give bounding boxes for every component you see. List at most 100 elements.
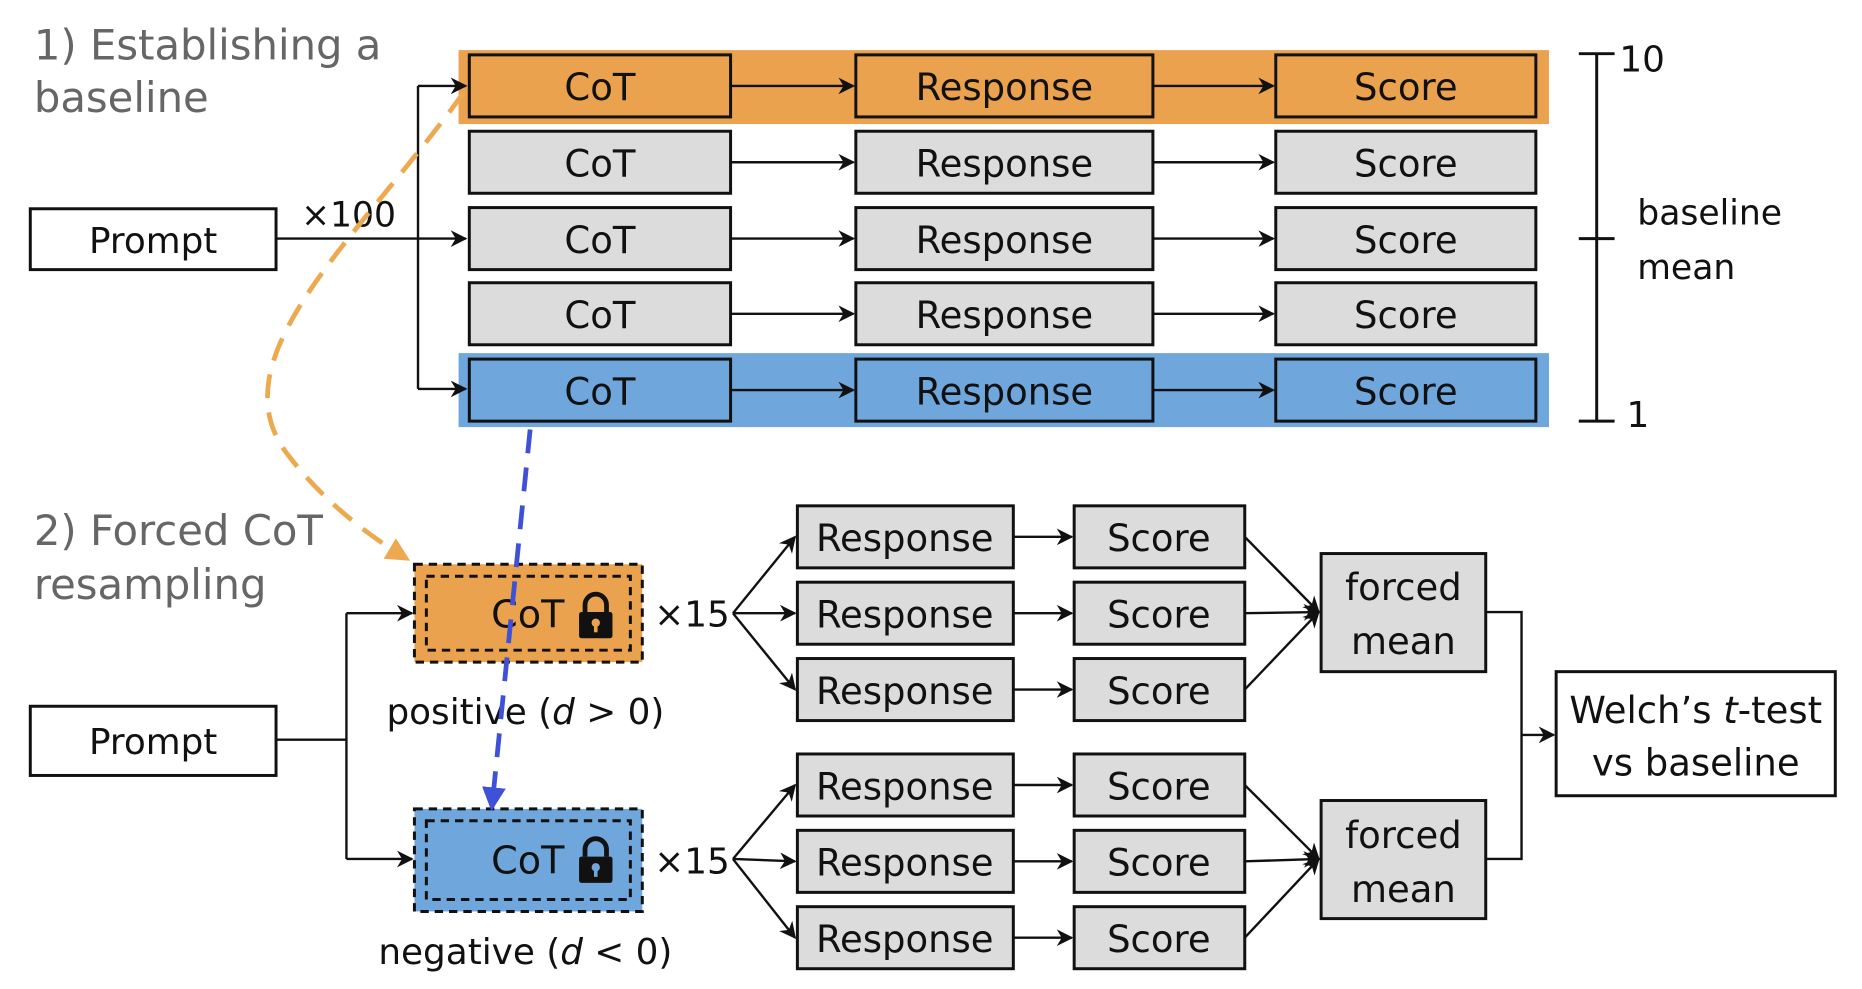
cot-label: CoT [564,66,635,109]
score-label: Score [1107,517,1211,560]
baseline-row: CoT Response Score [467,357,1538,423]
negative-caption: negative (d < 0) [378,932,672,973]
forced-mean-positive: forced mean [1319,552,1488,674]
section2-title: 2) Forced CoT [34,506,324,555]
baseline-multiplier: ×100 [301,196,396,236]
forced-sample: Response Score [732,580,1321,646]
response-box: Response [795,657,1015,723]
cot-box: CoT [467,129,733,195]
response-box: Response [854,129,1155,195]
welch-label-1: Welch’s t-test [1569,689,1822,732]
score-box: Score [1274,53,1538,119]
response-label: Response [916,370,1094,413]
merge-arrow [1243,857,1320,939]
response-label: Response [916,143,1094,186]
cot-box: CoT [467,53,733,119]
response-box: Response [795,905,1015,971]
cot-box: CoT [467,357,733,423]
forced-sample: Response Score [732,828,1321,894]
fan-arrow [732,858,797,940]
score-label: Score [1107,765,1211,808]
cot-box: CoT [467,206,733,272]
response-label: Response [816,594,994,637]
response-box: Response [795,580,1015,646]
forced-sample: Response Score [732,752,1320,861]
section1-subtitle: baseline [34,73,209,122]
welch-label-2: vs baseline [1592,741,1800,784]
response-box: Response [854,357,1155,423]
lock-icon [579,591,613,639]
forced-sample: Response Score [732,610,1320,723]
cot-label: CoT [564,219,635,262]
merge-arrow [1243,536,1320,614]
forced-mean-label-2: mean [1351,620,1456,663]
response-box: Response [795,504,1015,570]
forced-mean-negative: forced mean [1319,799,1488,921]
score-label: Score [1354,370,1458,413]
score-label: Score [1354,219,1458,262]
score-scale: 10 1 baseline mean [1578,40,1782,436]
fan-arrow [732,535,797,614]
scale-bottom-label: 1 [1627,395,1650,436]
orange-dashed-arrow [265,91,466,561]
merge-arrow [1243,610,1320,691]
merge-arrow [1243,784,1320,861]
response-label: Response [916,219,1094,262]
response-label: Response [816,670,994,713]
score-box: Score [1072,657,1247,723]
score-label: Score [1354,294,1458,337]
response-box: Response [795,752,1015,818]
cot-label: CoT [491,594,565,638]
score-label: Score [1354,143,1458,186]
response-label: Response [916,294,1094,337]
score-box: Score [1072,752,1247,818]
score-box: Score [1274,129,1538,195]
score-label: Score [1107,670,1211,713]
score-box: Score [1072,580,1247,646]
forced-mean-label-1: forced [1345,566,1462,609]
forced-multiplier-negative: ×15 [654,841,730,882]
locked-cot-positive: CoT [412,562,644,664]
forced-sample: Response Score [732,504,1320,614]
baseline-row: CoT Response Score [467,281,1538,347]
section2-subtitle: resampling [34,560,267,609]
cot-label: CoT [491,839,565,883]
welch-test-box: Welch’s t-test vs baseline [1554,670,1837,798]
score-box: Score [1072,504,1247,570]
positive-caption: positive (d > 0) [386,692,664,733]
response-box: Response [854,53,1155,119]
response-label: Response [816,517,994,560]
prompt-label: Prompt [89,221,217,262]
forced-prompt-box: Prompt [28,704,278,777]
fan-arrow [732,852,797,870]
forced-mean-label-1: forced [1345,814,1462,857]
baseline-mean-label-2: mean [1637,248,1735,288]
scale-top-label: 10 [1619,40,1665,81]
prompt-label: Prompt [89,722,217,763]
baseline-row: CoT Response Score [467,53,1538,119]
section1-title: 1) Establishing a [34,21,382,70]
forced-mean-label-2: mean [1351,868,1456,911]
blue-dashed-arrow [482,429,533,812]
cot-label: CoT [564,294,635,337]
score-label: Score [1107,842,1211,885]
cot-label: CoT [564,143,635,186]
fan-arrow [732,783,797,860]
cot-label: CoT [564,370,635,413]
merge-arrow [1244,851,1321,868]
baseline-row: CoT Response Score [467,206,1538,272]
merge-arrow [1244,603,1321,621]
fan-arrow [732,612,797,691]
response-box: Response [854,206,1155,272]
score-label: Score [1354,66,1458,109]
score-label: Score [1107,594,1211,637]
response-box: Response [795,828,1015,894]
score-box: Score [1274,357,1538,423]
forced-multiplier-positive: ×15 [654,594,730,635]
response-box: Response [854,281,1155,347]
lock-icon [579,836,613,883]
score-box: Score [1072,828,1247,894]
